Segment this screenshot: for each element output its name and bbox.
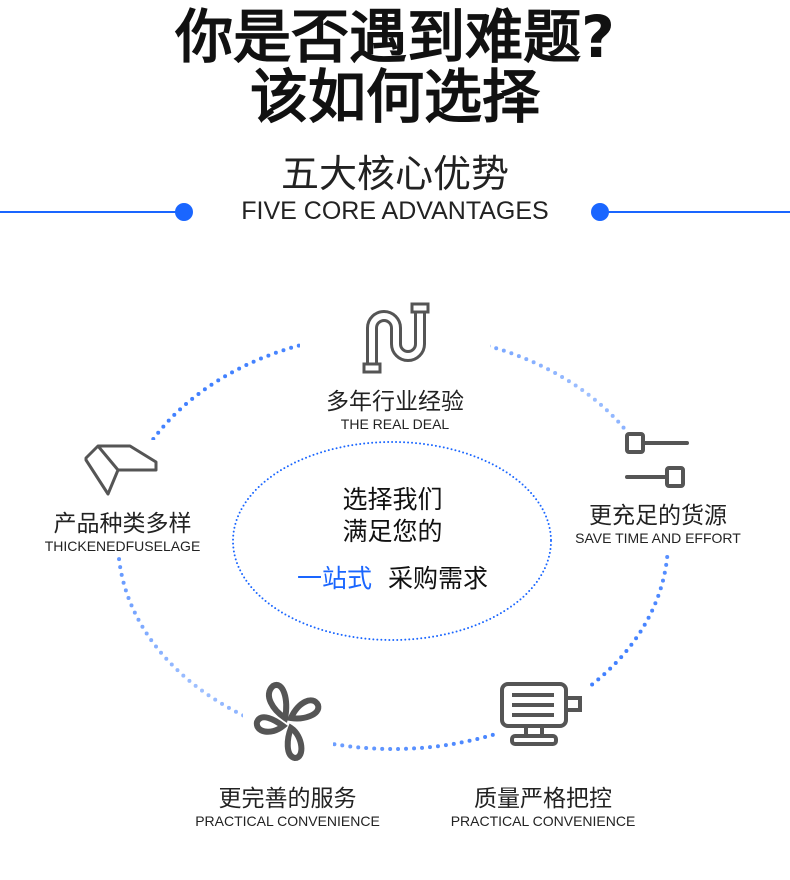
feature-subtitle: PRACTICAL CONVENIENCE: [195, 813, 380, 829]
feature-service: 更完善的服务 PRACTICAL CONVENIENCE: [190, 680, 385, 830]
title-line2: 该如何选择: [249, 63, 540, 131]
center-line2: 满足您的: [342, 517, 443, 546]
feature-title: 更充足的货源: [589, 503, 727, 529]
feature-supply: 更充足的货源 SAVE TIME AND EFFORT: [572, 430, 744, 555]
feature-subtitle: THE REAL DEAL: [340, 416, 450, 432]
subtitle: 五大核心优势: [280, 152, 509, 196]
divider-right: [604, 211, 790, 213]
dot-right: [591, 203, 609, 221]
feature-title: 产品种类多样: [53, 511, 192, 537]
fan-icon: [242, 680, 333, 765]
motor-icon: [498, 680, 588, 748]
feature-title: 多年行业经验: [326, 389, 464, 415]
angle-steel-icon: [84, 444, 157, 496]
feature-subtitle: PRACTICAL CONVENIENCE: [450, 813, 636, 829]
feature-variety: 产品种类多样 THICKENEDFUSELAGE: [40, 440, 205, 555]
pipe-icon: [362, 302, 430, 374]
feature-experience: 多年行业经验 THE REAL DEAL: [300, 300, 490, 435]
feature-subtitle: THICKENEDFUSELAGE: [44, 538, 201, 554]
inner-ring: [232, 441, 552, 641]
feature-quality: 质量严格把控 PRACTICAL CONVENIENCE: [448, 680, 638, 830]
title-line1: 你是否遇到难题?: [175, 3, 615, 71]
center-rest: 采购需求: [387, 564, 488, 593]
dot-left: [175, 203, 193, 221]
center-line1: 选择我们: [342, 485, 443, 514]
divider-left: [0, 211, 180, 213]
valve-icon: [625, 432, 689, 488]
feature-subtitle: SAVE TIME AND EFFORT: [575, 530, 741, 546]
feature-title: 质量严格把控: [474, 786, 612, 812]
subtitle-en: FIVE CORE ADVANTAGES: [241, 197, 549, 225]
center-highlight: 一站式: [297, 564, 373, 593]
feature-title: 更完善的服务: [218, 786, 357, 812]
center-slogan: 一站式 采购需求: [240, 563, 545, 595]
